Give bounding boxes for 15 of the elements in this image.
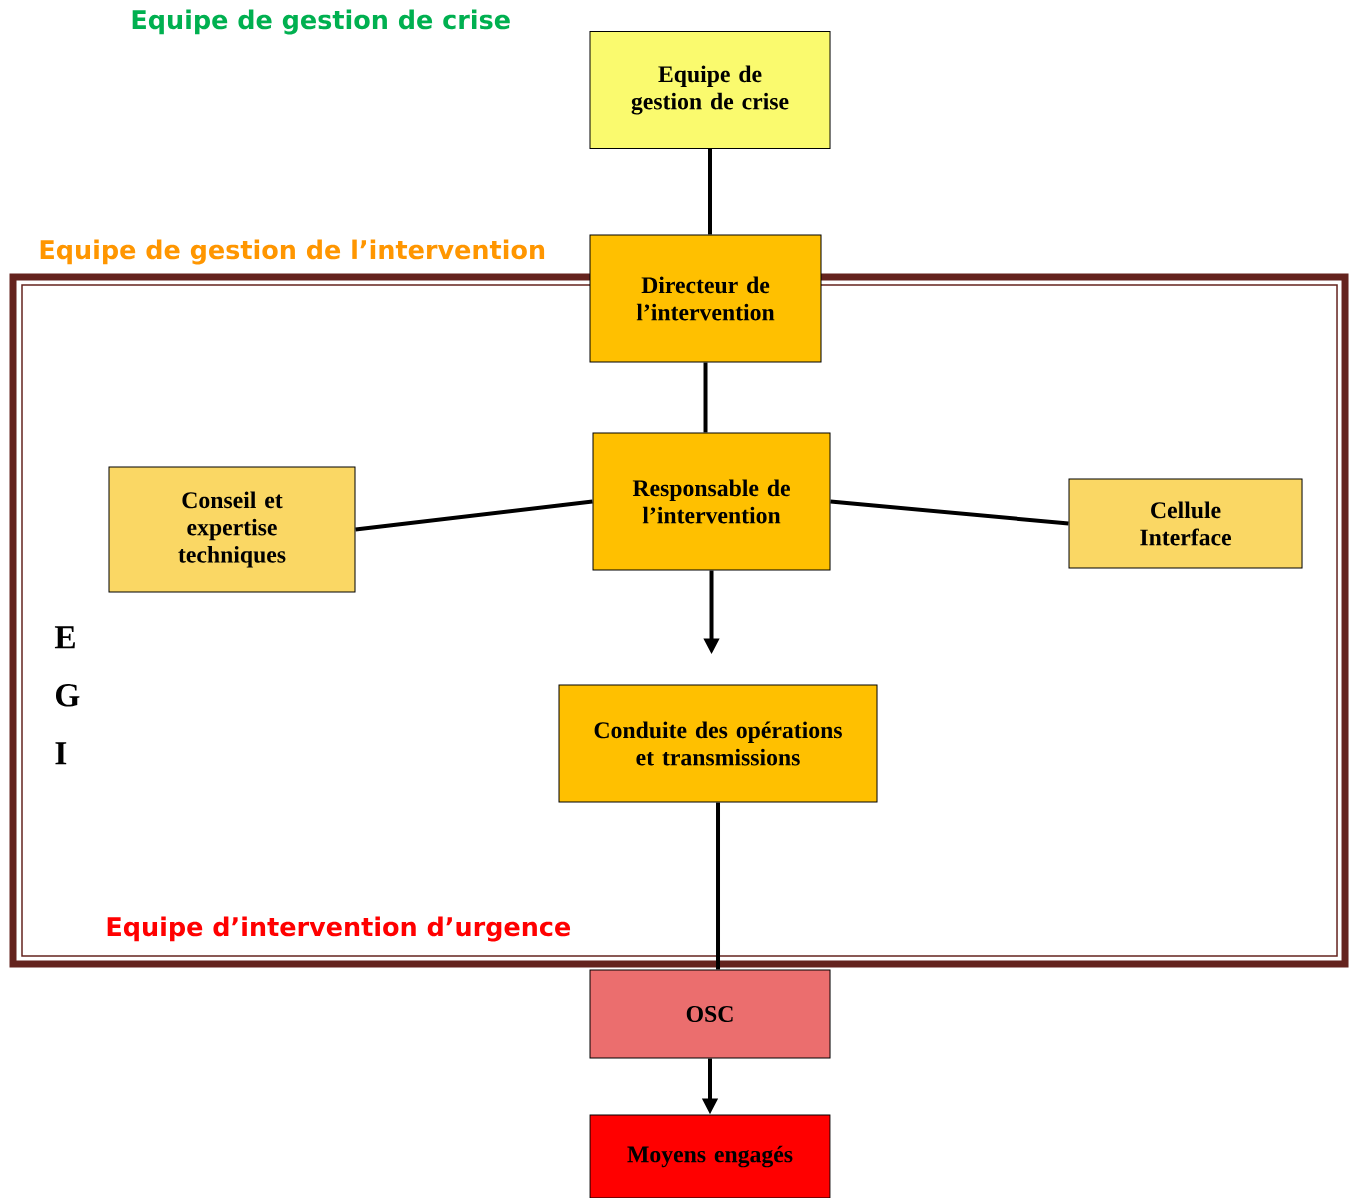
process-box: Cellule Interface [1068, 478, 1303, 569]
connector [703, 362, 708, 433]
process-box: Conseil et expertise techniques [108, 466, 356, 593]
process-box: Directeur de l’intervention [589, 234, 822, 363]
connector [830, 499, 1069, 526]
section-heading: Equipe de gestion de crise [132, 9, 510, 35]
process-box: Conduite des opérations et transmissions [558, 684, 878, 803]
process-box: OSC [589, 969, 831, 1059]
connector [716, 802, 720, 970]
process-box: Equipe de gestion de crise [589, 31, 831, 149]
connector [355, 499, 593, 532]
process-box: Responsable de l’intervention [592, 432, 831, 571]
connector [708, 149, 712, 235]
node-label: Equipe de gestion de l’intervention [40, 239, 545, 265]
process-box: Moyens engagés [589, 1114, 831, 1198]
